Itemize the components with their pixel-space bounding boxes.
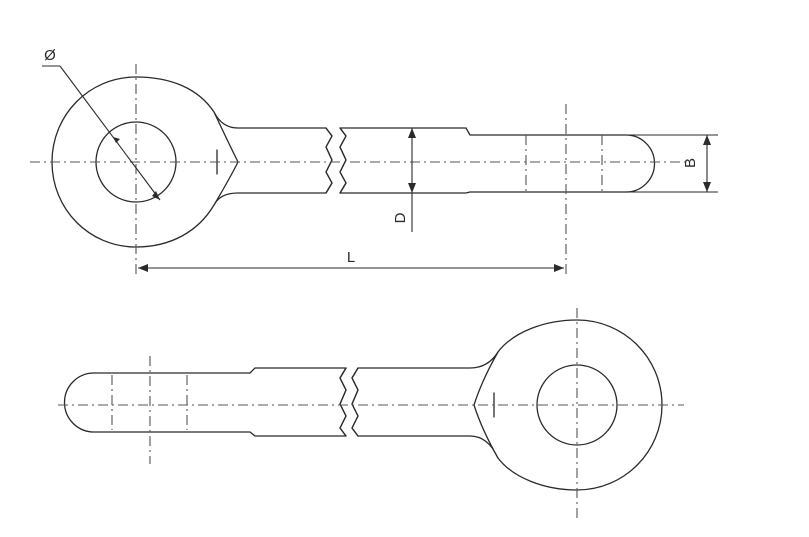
eye-bolt-top-view: Ø L D B <box>30 47 718 278</box>
shank-diameter-dimension: D <box>392 128 416 232</box>
length-arrow-right <box>554 264 564 272</box>
top-break-mark-left <box>325 127 333 194</box>
bottom-shank-left-segment <box>63 367 347 437</box>
bottom-break-mark-left <box>339 367 347 437</box>
top-shank-right-segment <box>339 127 656 194</box>
shank-diameter-label: D <box>392 212 409 223</box>
shank-diameter-arrow-top <box>408 128 416 138</box>
shank-end-width-arrow-top <box>703 135 711 145</box>
length-label: L <box>347 249 355 266</box>
eye-bolt-bottom-view <box>58 308 684 520</box>
shank-end-width-arrow-bottom <box>703 182 711 192</box>
bottom-break-mark-right <box>351 367 359 437</box>
length-dimension: L <box>138 249 564 272</box>
shank-end-width-dimension: B <box>628 134 718 193</box>
bottom-eye-hole <box>536 364 618 446</box>
shank-end-width-label: B <box>682 158 699 168</box>
diameter-leader-line <box>59 65 161 201</box>
top-break-mark-right <box>339 127 347 194</box>
diameter-label: Ø <box>44 47 56 64</box>
shank-diameter-arrow-bottom <box>408 183 416 193</box>
diameter-arrow-lower <box>152 191 160 200</box>
diameter-dimension: Ø <box>42 47 161 201</box>
diameter-arrow-upper <box>113 137 120 143</box>
length-arrow-left <box>138 264 148 272</box>
